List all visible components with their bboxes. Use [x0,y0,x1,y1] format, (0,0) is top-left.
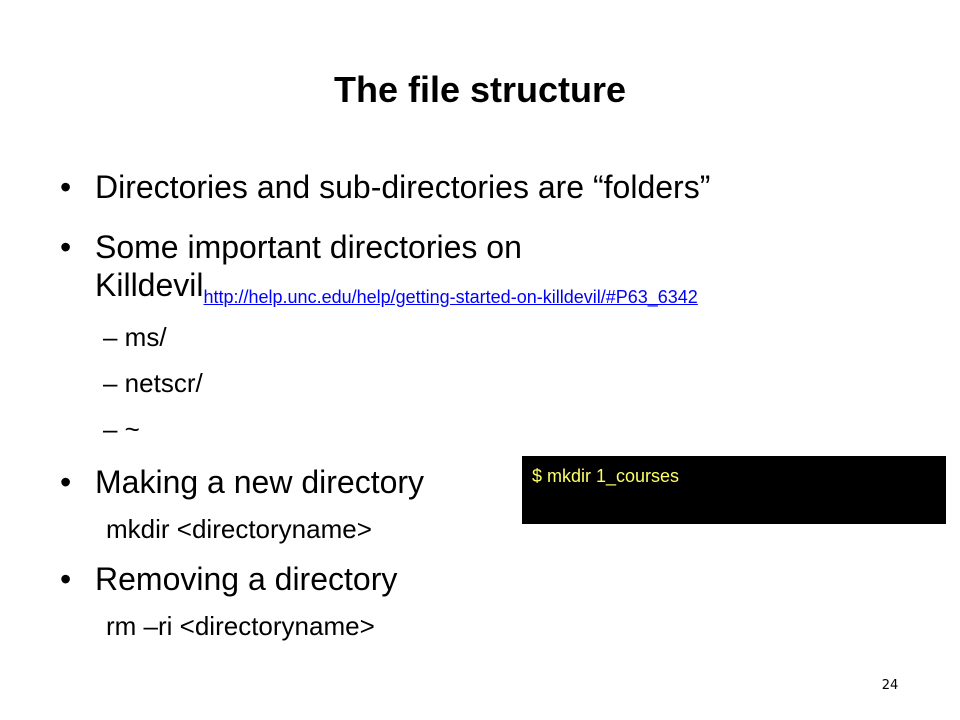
subitem-netscr: – netscr/ [103,368,203,398]
terminal-box: $ mkdir 1_courses [522,456,946,524]
killdevil-line: Killdevilhttp://help.unc.edu/help/gettin… [95,266,698,316]
bullet-marker: • [60,229,72,265]
killdevil-help-link[interactable]: http://help.unc.edu/help/getting-started… [203,287,698,307]
bullet-marker: • [60,561,72,597]
page-number: 24 [881,678,899,693]
bullet-marker: • [60,169,72,205]
bullet-marker: • [60,464,72,500]
killdevil-text: Killdevil [95,267,204,303]
slide-title: The file structure [333,69,627,110]
bullet-text: Some important directories on [95,229,522,265]
subitem-home: – ~ [103,414,140,444]
terminal-command-text: $ mkdir 1_courses [532,466,680,486]
subitem-ms: – ms/ [103,322,167,352]
bullet-text: Removing a directory [95,561,398,597]
command-rm: rm –ri <directoryname> [106,611,375,641]
command-mkdir: mkdir <directoryname> [106,514,372,544]
bullet-text: Making a new directory [95,464,425,500]
bullet-text: Directories and sub-directories are “fol… [95,169,711,205]
